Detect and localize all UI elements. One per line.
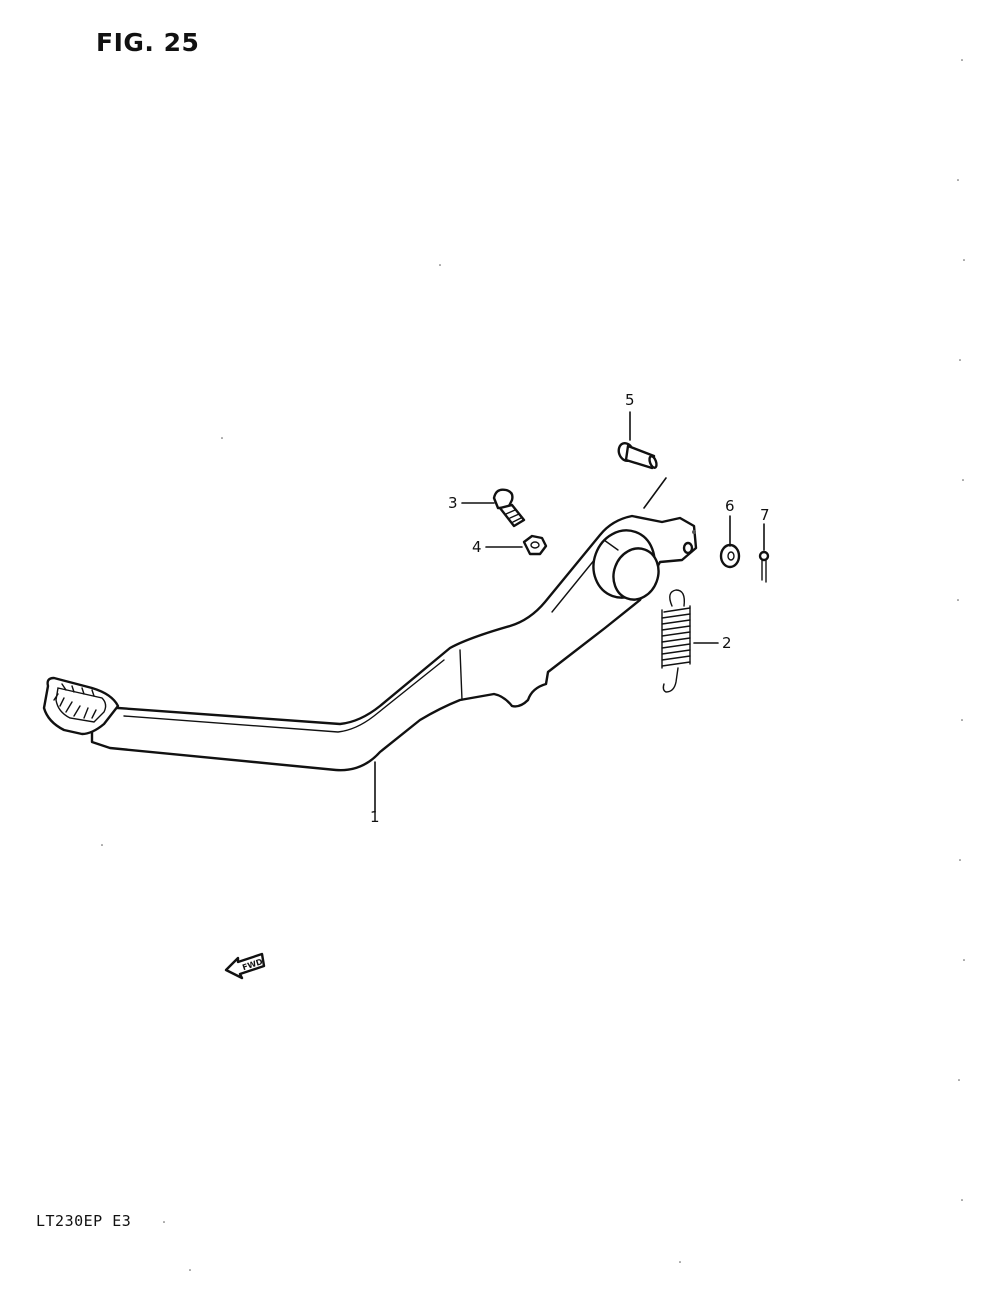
callout-2: 2	[722, 634, 732, 652]
leader-lines	[374, 411, 765, 813]
return-spring	[661, 589, 691, 693]
cotter-pin	[758, 550, 770, 583]
callout-6: 6	[725, 497, 735, 515]
lock-nut	[522, 534, 548, 556]
figure-title: FIG. 25	[96, 28, 200, 57]
callout-1: 1	[370, 808, 380, 826]
pivot-bolt	[492, 488, 526, 528]
clevis-pin	[617, 442, 658, 470]
washer	[719, 543, 741, 569]
callout-5: 5	[625, 391, 635, 409]
callout-3: 3	[448, 494, 458, 512]
model-code: LT230EP E3	[36, 1212, 132, 1230]
fwd-arrow-icon: FWD	[224, 952, 266, 980]
callout-4: 4	[472, 538, 482, 556]
callout-7: 7	[760, 506, 770, 524]
brake-pedal	[42, 514, 698, 772]
scan-specks	[101, 59, 965, 1271]
